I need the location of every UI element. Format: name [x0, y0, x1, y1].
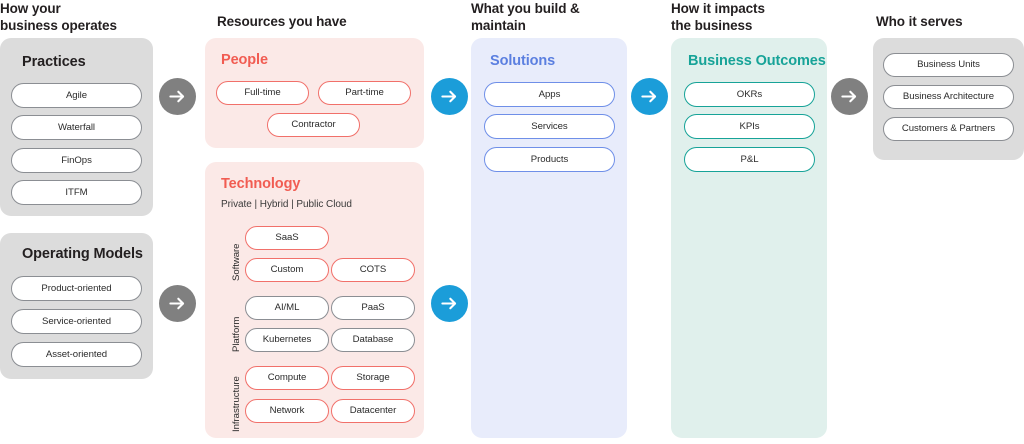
pill-okrs[interactable]: OKRs	[684, 82, 815, 107]
pill-network[interactable]: Network	[245, 399, 329, 423]
panel-title-solutions: Solutions	[490, 53, 556, 69]
row-label-software: Software	[231, 243, 242, 281]
pill-service-oriented[interactable]: Service-oriented	[11, 309, 142, 334]
panel-title-people: People	[221, 52, 268, 68]
pill-saas[interactable]: SaaS	[245, 226, 329, 250]
pill-contractor[interactable]: Contractor	[267, 113, 360, 137]
pill-business-architecture[interactable]: Business Architecture	[883, 85, 1014, 109]
column-heading-build: What you build & maintain	[471, 1, 580, 34]
arrow-operating-to-technology	[159, 285, 196, 322]
pill-apps[interactable]: Apps	[484, 82, 615, 107]
arrow-people-to-solutions	[431, 78, 468, 115]
pill-database[interactable]: Database	[331, 328, 415, 352]
pill-finops[interactable]: FinOps	[11, 148, 142, 173]
pill-itfm[interactable]: ITFM	[11, 180, 142, 205]
column-heading-impacts: How it impacts the business	[671, 1, 765, 34]
arrow-right-icon	[640, 87, 659, 106]
panel-title-business-outcomes: Business Outcomes	[688, 53, 826, 69]
pill-compute[interactable]: Compute	[245, 366, 329, 390]
column-heading-serves: Who it serves	[876, 14, 963, 29]
arrow-solutions-to-outcomes	[631, 78, 668, 115]
panel-subtitle-technology: Private | Hybrid | Public Cloud	[221, 199, 352, 210]
arrow-practices-to-people	[159, 78, 196, 115]
row-label-infrastructure: Infrastructure	[231, 376, 242, 432]
pill-services[interactable]: Services	[484, 114, 615, 139]
pill-full-time[interactable]: Full-time	[216, 81, 309, 105]
pill-product-oriented[interactable]: Product-oriented	[11, 276, 142, 301]
pill-paas[interactable]: PaaS	[331, 296, 415, 320]
arrow-right-icon	[840, 87, 859, 106]
arrow-outcomes-to-audience	[831, 78, 868, 115]
panel-title-operating-models: Operating Models	[22, 246, 143, 262]
pill-cots[interactable]: COTS	[331, 258, 415, 282]
pill-part-time[interactable]: Part-time	[318, 81, 411, 105]
pill-datacenter[interactable]: Datacenter	[331, 399, 415, 423]
panel-title-practices: Practices	[22, 54, 86, 70]
pill-asset-oriented[interactable]: Asset-oriented	[11, 342, 142, 367]
column-heading-operates: How your business operates	[0, 1, 117, 34]
pill-kpis[interactable]: KPIs	[684, 114, 815, 139]
pill-kubernetes[interactable]: Kubernetes	[245, 328, 329, 352]
pill-ai-ml[interactable]: AI/ML	[245, 296, 329, 320]
arrow-right-icon	[440, 294, 459, 313]
pill-business-units[interactable]: Business Units	[883, 53, 1014, 77]
arrow-right-icon	[440, 87, 459, 106]
pill-storage[interactable]: Storage	[331, 366, 415, 390]
panel-title-technology: Technology	[221, 176, 301, 192]
column-heading-resources: Resources you have	[217, 14, 347, 29]
pill-agile[interactable]: Agile	[11, 83, 142, 108]
pill-pl[interactable]: P&L	[684, 147, 815, 172]
pill-waterfall[interactable]: Waterfall	[11, 115, 142, 140]
pill-custom[interactable]: Custom	[245, 258, 329, 282]
arrow-right-icon	[168, 294, 187, 313]
pill-products[interactable]: Products	[484, 147, 615, 172]
arrow-right-icon	[168, 87, 187, 106]
row-label-platform: Platform	[231, 316, 242, 352]
arrow-technology-to-solutions	[431, 285, 468, 322]
pill-customers-partners[interactable]: Customers & Partners	[883, 117, 1014, 141]
